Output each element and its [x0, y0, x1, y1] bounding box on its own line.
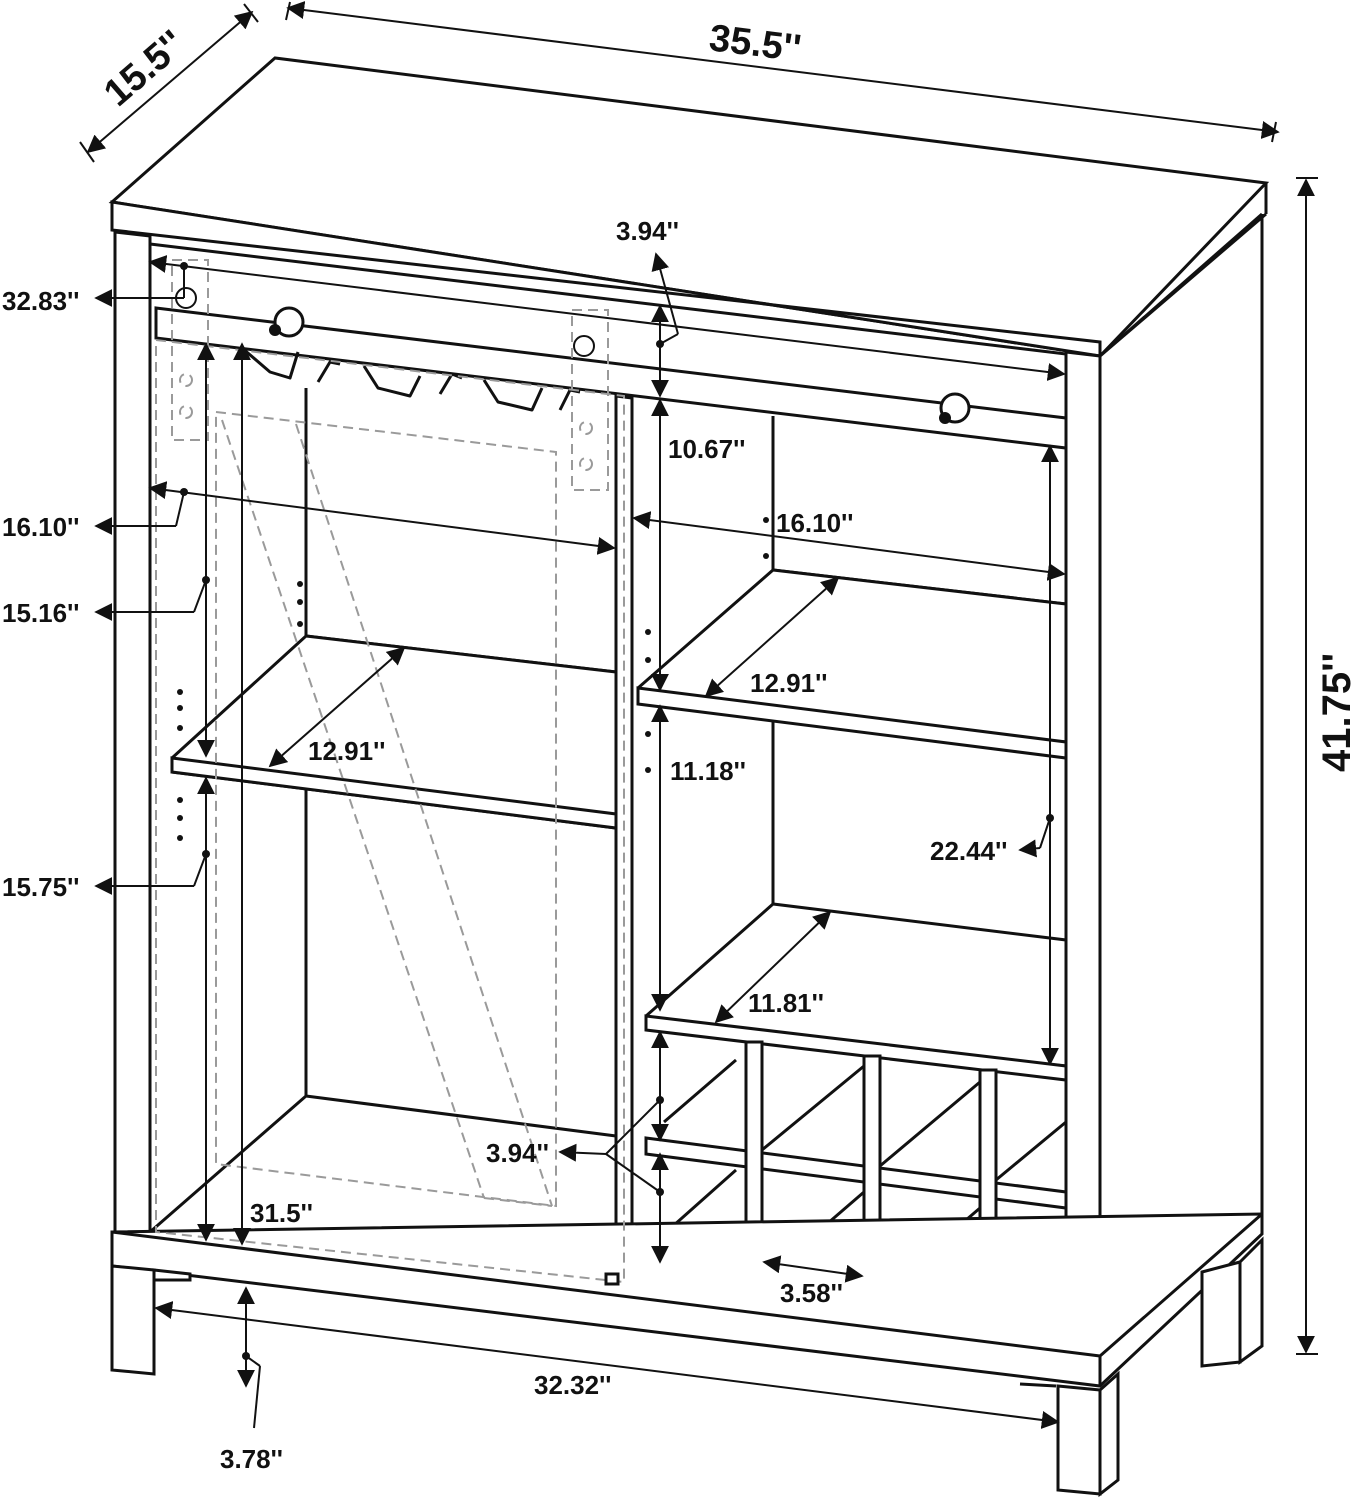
leg-front-right	[1056, 1384, 1102, 1496]
label-lower-shelf-depth: 11.81''	[748, 988, 824, 1018]
label-right-shelf-depth: 12.91''	[750, 668, 827, 698]
base-frame	[110, 1212, 1264, 1388]
label-left-shelf-width: 16.10''	[2, 512, 79, 542]
right-side-panel	[1064, 350, 1102, 1360]
label-leg-height: 3.78''	[220, 1444, 283, 1474]
label-left-lower-height: 15.75''	[2, 872, 79, 902]
left-side-panel	[113, 230, 152, 1234]
label-right-shelf-width: 16.10''	[776, 508, 853, 538]
label-rack-cell-width: 3.58''	[780, 1278, 843, 1308]
label-inner-width: 32.83''	[2, 286, 79, 316]
label-right-tall-height: 22.44''	[930, 836, 1007, 866]
label-depth: 15.5''	[96, 23, 193, 115]
label-base-width: 32.32''	[534, 1370, 611, 1400]
label-left-shelf-depth: 12.91''	[308, 736, 385, 766]
label-right-middle-height: 11.18''	[670, 756, 746, 786]
label-door-height: 31.5''	[250, 1198, 313, 1228]
label-upper-right-height: 10.67''	[668, 434, 745, 464]
label-rack-gap-height: 3.94''	[486, 1138, 549, 1168]
leg-front-left	[110, 1264, 156, 1376]
leg-back-right	[1200, 1260, 1242, 1368]
dimension-lines	[79, 1, 1318, 1429]
label-height: 41.75''	[1315, 653, 1356, 772]
label-rail-height: 3.94''	[616, 216, 679, 246]
label-left-upper-height: 15.16''	[2, 598, 79, 628]
